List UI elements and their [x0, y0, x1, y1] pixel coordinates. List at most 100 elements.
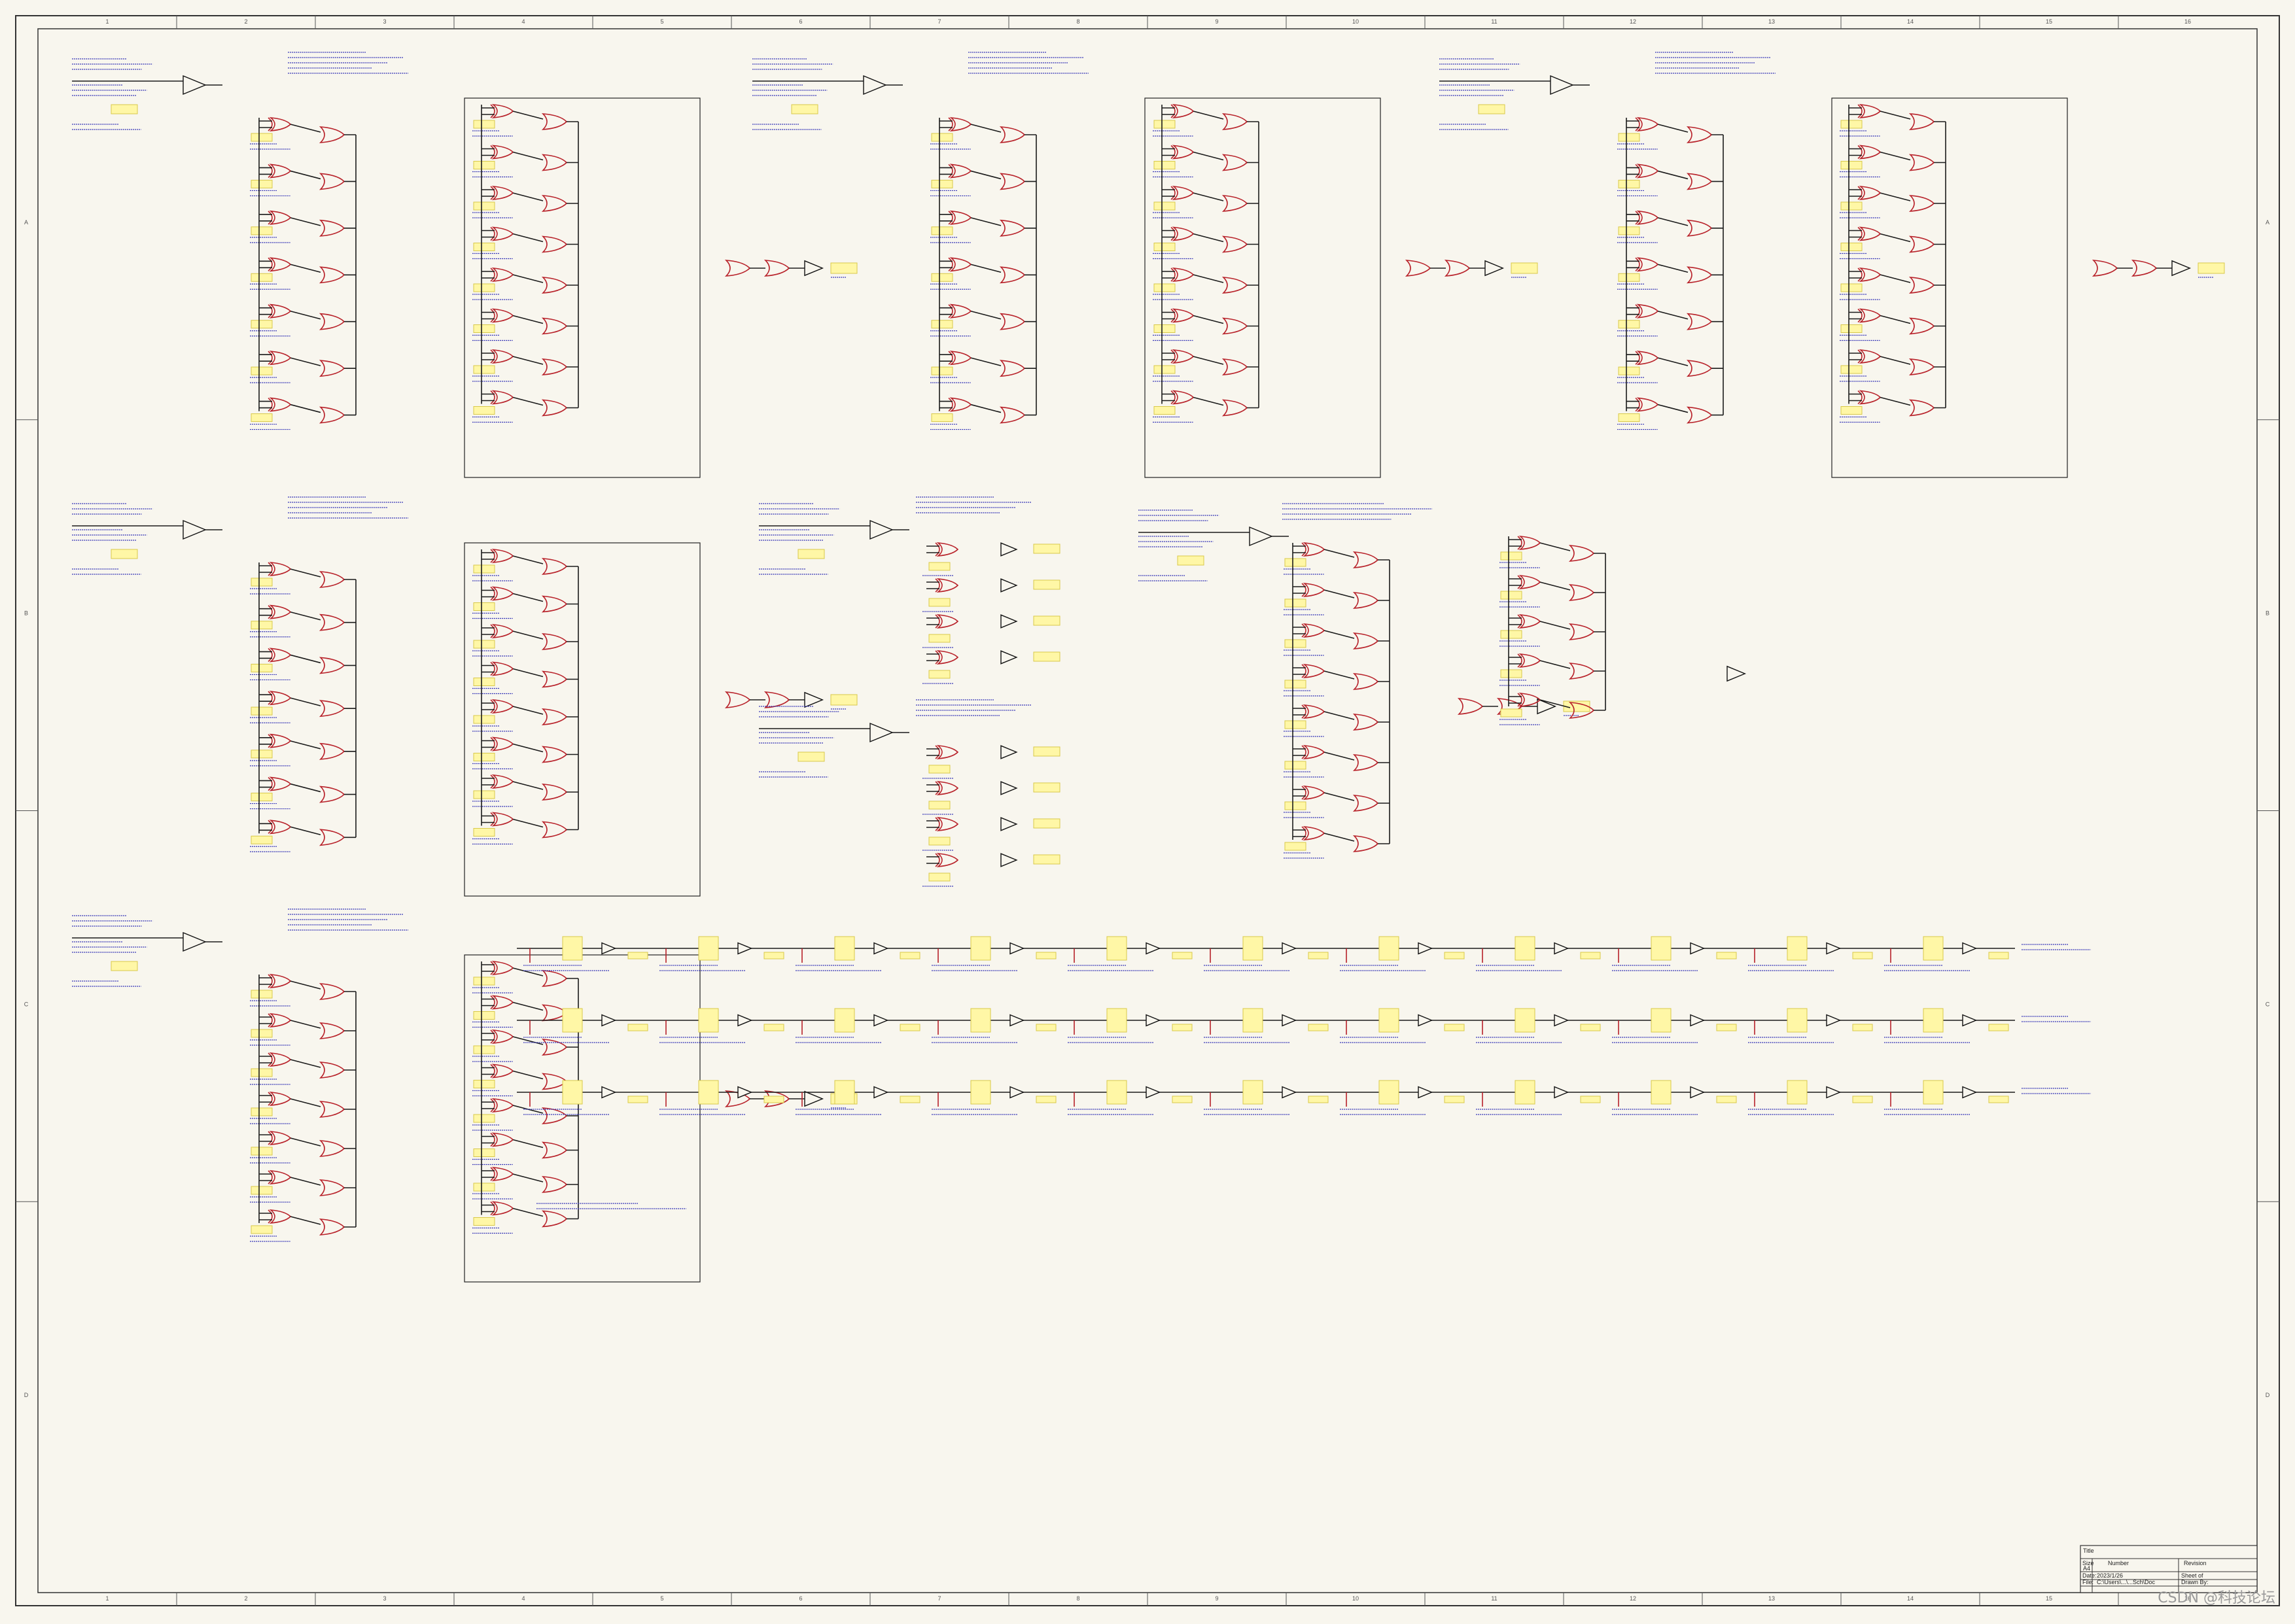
xor-gate-symbol	[269, 1209, 292, 1224]
register-block	[931, 273, 953, 282]
or-gate-symbol	[2092, 260, 2118, 277]
or-gate-symbol	[319, 786, 345, 803]
register-block	[763, 952, 784, 959]
or-gate-symbol	[319, 173, 345, 190]
or-gate-symbol	[319, 219, 345, 237]
or-gate-symbol	[541, 1210, 568, 1228]
or-gate-symbol	[319, 700, 345, 717]
xor-gate-symbol	[269, 604, 292, 619]
register-block	[830, 262, 858, 274]
wire	[290, 654, 321, 664]
xor-gate-symbol	[1518, 653, 1541, 668]
register-block	[931, 226, 953, 235]
xor-gate-symbol	[491, 308, 514, 323]
register-block	[1153, 161, 1176, 169]
xor-gate-symbol	[1303, 744, 1325, 760]
zone-column-label: 5	[660, 1595, 663, 1602]
xor-gate-back-curve	[490, 349, 495, 364]
xor-gate-symbol	[269, 648, 292, 663]
xor-gate-back-curve	[490, 699, 495, 714]
wire	[512, 1173, 544, 1183]
wire	[512, 818, 544, 828]
register-block	[251, 1186, 273, 1195]
register-block	[473, 715, 495, 724]
or-gate-symbol	[1568, 584, 1595, 601]
zone-row-label: D	[2266, 1392, 2270, 1398]
or-gate-symbol	[1352, 835, 1379, 852]
or-gate-symbol	[319, 1218, 345, 1235]
or-gate-symbol	[999, 360, 1026, 377]
xor-gate-symbol	[1636, 351, 1659, 366]
xor-gate-symbol	[1859, 103, 1882, 119]
xor-gate-back-curve	[268, 211, 273, 225]
or-gate-symbol	[541, 1004, 568, 1022]
buffer-symbol	[1000, 578, 1018, 593]
register-block	[251, 1029, 273, 1038]
register-block	[251, 1147, 273, 1156]
buffer-symbol	[1000, 650, 1018, 665]
wire	[290, 1020, 321, 1029]
xor-gate-back-curve	[935, 542, 940, 557]
register-block	[1177, 555, 1204, 566]
xor-gate-back-curve	[490, 1029, 495, 1044]
xor-gate-symbol	[491, 1132, 514, 1147]
zone-column-label: 15	[2046, 1595, 2052, 1602]
buffer-symbol	[1418, 1086, 1433, 1099]
zone-column-label: 6	[799, 18, 802, 25]
xor-gate-symbol	[491, 267, 514, 283]
xor-gate-symbol	[491, 736, 514, 752]
register-block	[1580, 1024, 1601, 1031]
xor-gate-symbol	[491, 103, 514, 119]
register-block	[1923, 1008, 1944, 1033]
register-block	[473, 602, 495, 611]
or-gate-symbol	[1686, 360, 1713, 377]
xor-gate-back-curve	[268, 1052, 273, 1067]
date-label: Date:	[2082, 1572, 2097, 1579]
xor-gate-back-curve	[1635, 351, 1640, 365]
buffer-symbol	[1000, 817, 1018, 831]
xor-gate-back-curve	[268, 1092, 273, 1106]
wire	[1657, 217, 1689, 226]
xor-gate-back-curve	[935, 853, 940, 867]
wire	[290, 783, 321, 793]
xor-gate-symbol	[949, 116, 972, 132]
register-block	[1284, 639, 1306, 648]
xor-gate-back-curve	[490, 736, 495, 752]
or-gate-symbol	[1221, 113, 1248, 130]
register-block	[970, 936, 991, 961]
or-gate-symbol	[1908, 277, 1935, 294]
buffer-symbol	[1962, 1014, 1978, 1027]
register-block	[473, 1045, 495, 1054]
or-gate-symbol	[2131, 260, 2158, 277]
or-gate-symbol	[1908, 317, 1935, 335]
xor-gate-back-curve	[1170, 226, 1176, 241]
xor-gate-back-curve	[1170, 186, 1176, 200]
instruction-block-mov	[1138, 503, 1590, 859]
register-block	[1515, 1080, 1535, 1105]
xor-gate-symbol	[269, 691, 292, 706]
buffer-symbol	[601, 1014, 617, 1027]
buffer-symbol	[737, 1086, 753, 1099]
xor-gate-symbol	[1303, 785, 1325, 801]
buffer-symbol	[873, 1086, 889, 1099]
instruction-block-inc-dec	[759, 496, 1060, 887]
or-gate-symbol	[541, 235, 568, 253]
register-block	[473, 1217, 495, 1226]
register-block	[797, 549, 825, 559]
register-block	[1033, 579, 1060, 590]
wire	[970, 124, 1002, 133]
xor-gate-symbol	[491, 349, 514, 364]
register-block	[1378, 1080, 1399, 1105]
xor-gate-back-curve	[1170, 349, 1176, 364]
or-gate-symbol	[1568, 702, 1595, 719]
buffer-symbol	[1282, 1086, 1297, 1099]
circuit-blocks	[72, 52, 2225, 1283]
register-block	[1988, 1096, 2009, 1103]
zone-row-label: A	[2266, 219, 2269, 226]
register-block	[251, 663, 273, 672]
xor-gate-symbol	[949, 303, 972, 319]
xor-gate-symbol	[1303, 825, 1325, 841]
zone-markers: 1122334455667788991010111112121313141415…	[16, 16, 2279, 1606]
register-block	[1618, 226, 1640, 235]
register-block	[1153, 120, 1176, 129]
